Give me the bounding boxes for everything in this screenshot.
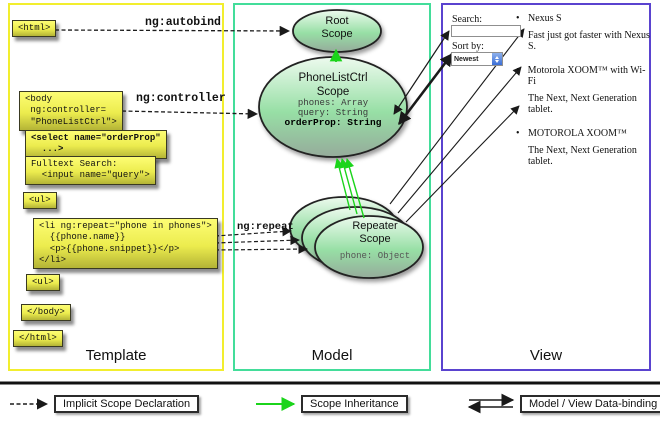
model-panel-label: Model <box>311 347 353 364</box>
phone-desc: Fast just got faster with Nexus S. <box>528 30 650 52</box>
list-item: • Motorola XOOM™ with Wi-Fi The Next, Ne… <box>516 65 650 115</box>
code-box-html-close: </html> <box>13 330 63 348</box>
legend-model-view-data-binding: Model / View Data-binding <box>520 395 660 413</box>
search-label: Search: <box>452 14 482 25</box>
sort-by-label: Sort by: <box>452 41 484 52</box>
phonelistctrl-scope-props: phones: Array query: String <box>297 98 369 118</box>
code-box-select-orderprop: <select name="orderProp" ...> <box>25 130 167 159</box>
repeater-scope-title: Repeater Scope <box>352 220 398 246</box>
ng-repeat-label: ng:repeat <box>237 221 294 233</box>
phonelistctrl-scope-title: PhoneListCtrl Scope <box>298 72 368 98</box>
phone-desc: The Next, Next Generation tablet. <box>528 145 637 167</box>
ng-controller-label: ng:controller <box>136 92 226 105</box>
legend-implicit-scope-declaration: Implicit Scope Declaration <box>54 395 200 413</box>
phone-desc: The Next, Next Generation tablet. <box>528 93 637 115</box>
sort-select-value: Newest <box>454 55 479 63</box>
root-scope-title: Root Scope <box>321 15 353 41</box>
phone-list: • Nexus S Fast just got faster with Nexu… <box>516 13 650 180</box>
code-box-fulltext-search: Fulltext Search: <input name="query"> <box>25 156 156 185</box>
template-panel-label: Template <box>85 347 147 364</box>
list-item: • Nexus S Fast just got faster with Nexu… <box>516 13 650 52</box>
code-box-ul-open: <ul> <box>23 192 57 210</box>
phone-title: Nexus S <box>528 13 562 24</box>
code-box-body-controller: <body ng:controller= "PhoneListCtrl"> <box>19 91 123 131</box>
model-panel <box>233 3 431 371</box>
phone-title: MOTOROLA XOOM™ <box>528 128 627 139</box>
code-box-html-open: <html> <box>12 20 57 38</box>
select-stepper-icon <box>492 53 502 65</box>
view-panel-label: View <box>529 347 563 364</box>
code-box-ul-close: <ul> <box>26 274 60 292</box>
legend-scope-inheritance: Scope Inheritance <box>301 395 408 413</box>
sort-select[interactable]: Newest <box>451 52 503 66</box>
phone-title: Motorola XOOM™ with Wi-Fi <box>527 65 646 87</box>
list-item: • MOTOROLA XOOM™ The Next, Next Generati… <box>516 128 650 167</box>
bullet-icon: • <box>516 13 520 24</box>
phonelistctrl-scope-orderprop: orderProp: String <box>284 117 382 128</box>
bullet-icon: • <box>516 65 520 76</box>
code-box-body-close: </body> <box>21 304 71 322</box>
bullet-icon: • <box>516 128 520 139</box>
repeater-scope-prop: phone: Object <box>339 251 411 261</box>
search-input[interactable] <box>451 25 521 37</box>
ng-autobind-label: ng:autobind <box>145 16 221 29</box>
code-box-li-repeat: <li ng:repeat="phone in phones"> {{phone… <box>33 218 218 269</box>
